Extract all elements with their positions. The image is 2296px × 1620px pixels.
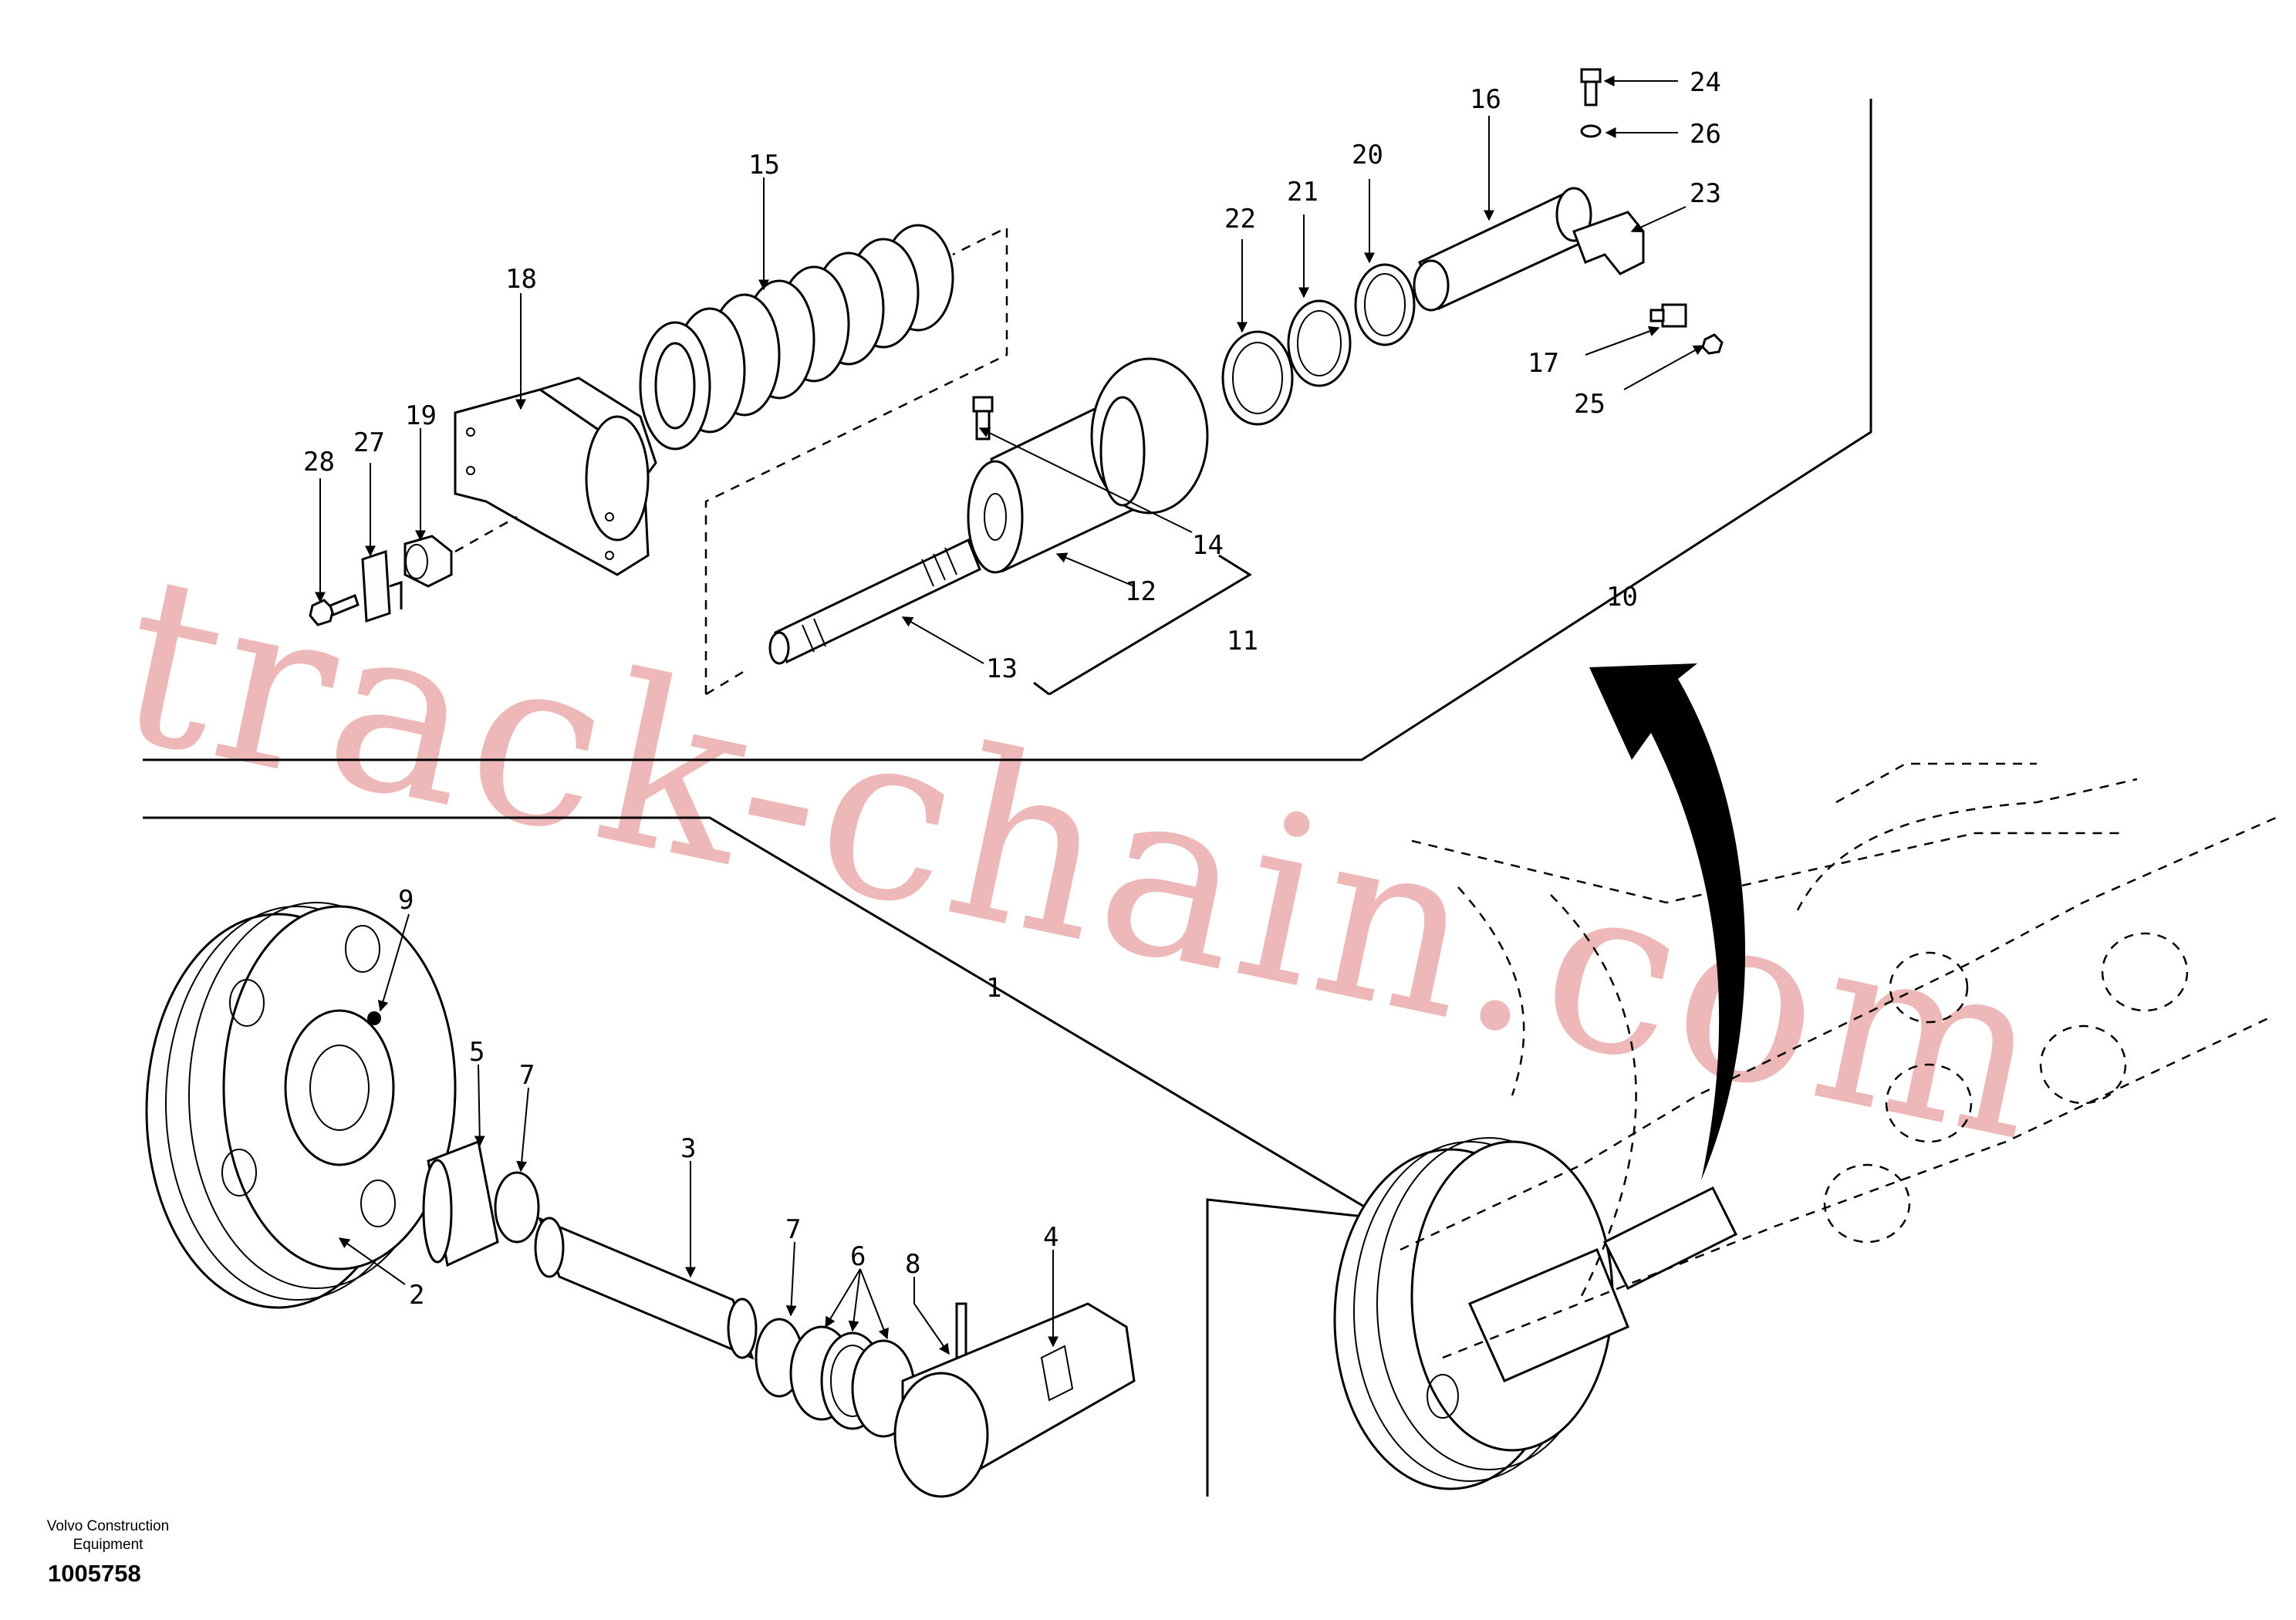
grease-fitting-part-17 bbox=[1649, 303, 1687, 328]
callout-15: 15 bbox=[748, 150, 780, 181]
callout-13: 13 bbox=[986, 653, 1018, 684]
group-1-boundary-vertical bbox=[1206, 1198, 1386, 1497]
callout-28: 28 bbox=[303, 447, 335, 478]
o-ring-part-7a bbox=[494, 1171, 540, 1244]
leader-lines bbox=[315, 76, 1705, 1355]
shaft-part-3 bbox=[534, 1217, 758, 1360]
callout-7a: 7 bbox=[519, 1060, 535, 1091]
bracket-11 bbox=[1048, 554, 1252, 696]
seal-ring-part-20 bbox=[1354, 263, 1416, 346]
spring-group-dashed-box bbox=[704, 225, 1008, 694]
callout-3: 3 bbox=[680, 1133, 696, 1164]
spring-group-dashed-box-bottom bbox=[705, 670, 745, 696]
group-1-boundary bbox=[143, 816, 1386, 1220]
callout-22: 22 bbox=[1224, 204, 1256, 235]
axis-dashed-yoke bbox=[454, 515, 518, 553]
callout-9: 9 bbox=[398, 885, 414, 916]
callout-17: 17 bbox=[1528, 348, 1559, 379]
callout-5: 5 bbox=[469, 1037, 485, 1068]
callout-16: 16 bbox=[1470, 84, 1501, 115]
callout-24: 24 bbox=[1690, 67, 1721, 98]
callout-14: 14 bbox=[1192, 530, 1224, 561]
callout-2: 2 bbox=[409, 1280, 424, 1311]
bearing-block-part-4 bbox=[893, 1302, 1136, 1498]
group-10-boundary bbox=[143, 99, 1872, 761]
callout-20: 20 bbox=[1352, 140, 1383, 170]
callout-10: 10 bbox=[1606, 582, 1638, 613]
callout-25: 25 bbox=[1574, 389, 1606, 420]
assembled-idler-wheel bbox=[1333, 1137, 1738, 1490]
callout-26: 26 bbox=[1690, 119, 1721, 150]
callout-12: 12 bbox=[1125, 576, 1156, 607]
lock-plate-part-27 bbox=[361, 549, 403, 623]
brand-caption: Volvo Construction Equipment bbox=[31, 1517, 185, 1554]
plunger-part-16 bbox=[1413, 187, 1592, 312]
bolt-part-24 bbox=[1580, 68, 1602, 106]
callout-4: 4 bbox=[1043, 1222, 1059, 1253]
assembled-frame-outline bbox=[1400, 762, 2277, 1359]
cylinder-part-12 bbox=[967, 357, 1209, 574]
seal-ring-part-22 bbox=[1221, 330, 1294, 426]
brand-line-2: Equipment bbox=[73, 1537, 144, 1553]
callout-8: 8 bbox=[905, 1249, 920, 1280]
yoke-bracket-part-18 bbox=[454, 376, 657, 576]
bracket-part-23 bbox=[1572, 211, 1645, 275]
callout-labels: 1 2 3 4 5 6 7 7 8 9 10 11 12 13 14 15 16… bbox=[303, 67, 1721, 1311]
bolt-part-28 bbox=[309, 594, 360, 626]
callout-1: 1 bbox=[986, 973, 1001, 1004]
callout-6: 6 bbox=[850, 1241, 866, 1272]
callout-19: 19 bbox=[405, 400, 437, 431]
callout-18: 18 bbox=[505, 264, 537, 295]
plug-part-25 bbox=[1701, 333, 1724, 355]
recoil-spring-part-15 bbox=[639, 224, 954, 451]
assembly-direction-arrow bbox=[1589, 663, 1746, 1180]
callout-27: 27 bbox=[353, 427, 385, 458]
bracket-11-lower bbox=[1033, 681, 1050, 696]
callout-21: 21 bbox=[1287, 177, 1319, 208]
threaded-rod-part-13 bbox=[768, 538, 981, 665]
brand-line-1: Volvo Construction bbox=[46, 1518, 170, 1534]
callout-7b: 7 bbox=[785, 1214, 801, 1245]
callout-23: 23 bbox=[1690, 178, 1721, 209]
nut-part-19 bbox=[403, 535, 453, 588]
washer-part-26 bbox=[1580, 124, 1602, 138]
callout-11: 11 bbox=[1227, 626, 1258, 656]
idler-wheel-part-2 bbox=[145, 902, 457, 1309]
drawing-number: 1005758 bbox=[48, 1560, 141, 1587]
bushing-part-5 bbox=[422, 1139, 499, 1267]
track-rollers-outline bbox=[1823, 932, 2189, 1244]
seal-ring-part-21 bbox=[1287, 299, 1352, 387]
